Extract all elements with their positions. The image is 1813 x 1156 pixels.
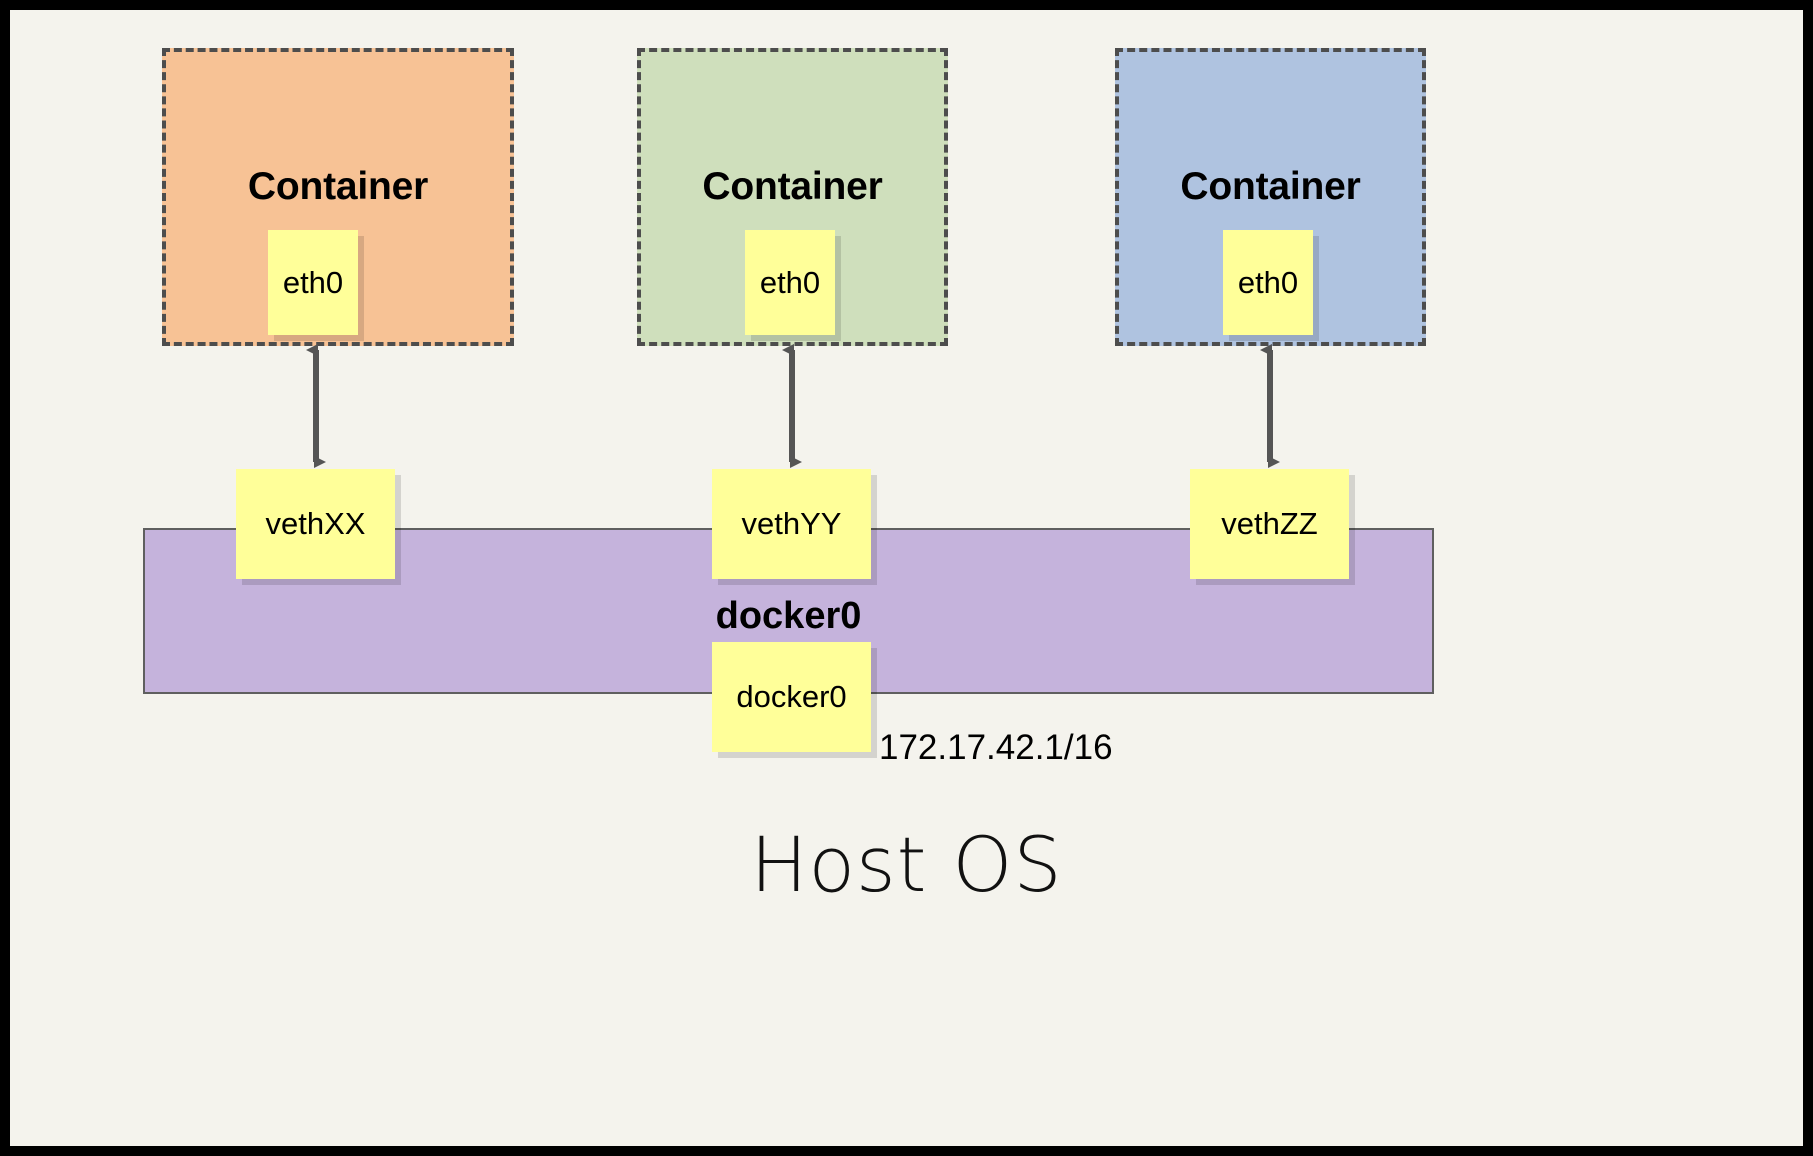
host-os-title: Host OS bbox=[750, 820, 1063, 909]
link-arrow-1 bbox=[306, 344, 326, 468]
link-arrow-3 bbox=[1260, 344, 1280, 468]
eth0-note-1[interactable]: eth0 bbox=[268, 230, 358, 335]
veth-note-1[interactable]: vethXX bbox=[236, 469, 395, 579]
eth0-note-3[interactable]: eth0 bbox=[1223, 230, 1313, 335]
link-arrow-2 bbox=[782, 344, 802, 468]
docker0-iface-note[interactable]: docker0 bbox=[712, 642, 871, 752]
diagram-canvas: Container eth0 Container eth0 Container … bbox=[10, 10, 1803, 1146]
container-title-1: Container bbox=[247, 165, 429, 208]
veth-note-3[interactable]: vethZZ bbox=[1190, 469, 1349, 579]
veth-note-2[interactable]: vethYY bbox=[712, 469, 871, 579]
eth0-note-2[interactable]: eth0 bbox=[745, 230, 835, 335]
docker0-ip-label: 172.17.42.1/16 bbox=[879, 728, 1113, 767]
container-title-2: Container bbox=[702, 165, 883, 208]
docker0-bridge-label: docker0 bbox=[715, 595, 862, 637]
container-title-3: Container bbox=[1180, 165, 1361, 208]
